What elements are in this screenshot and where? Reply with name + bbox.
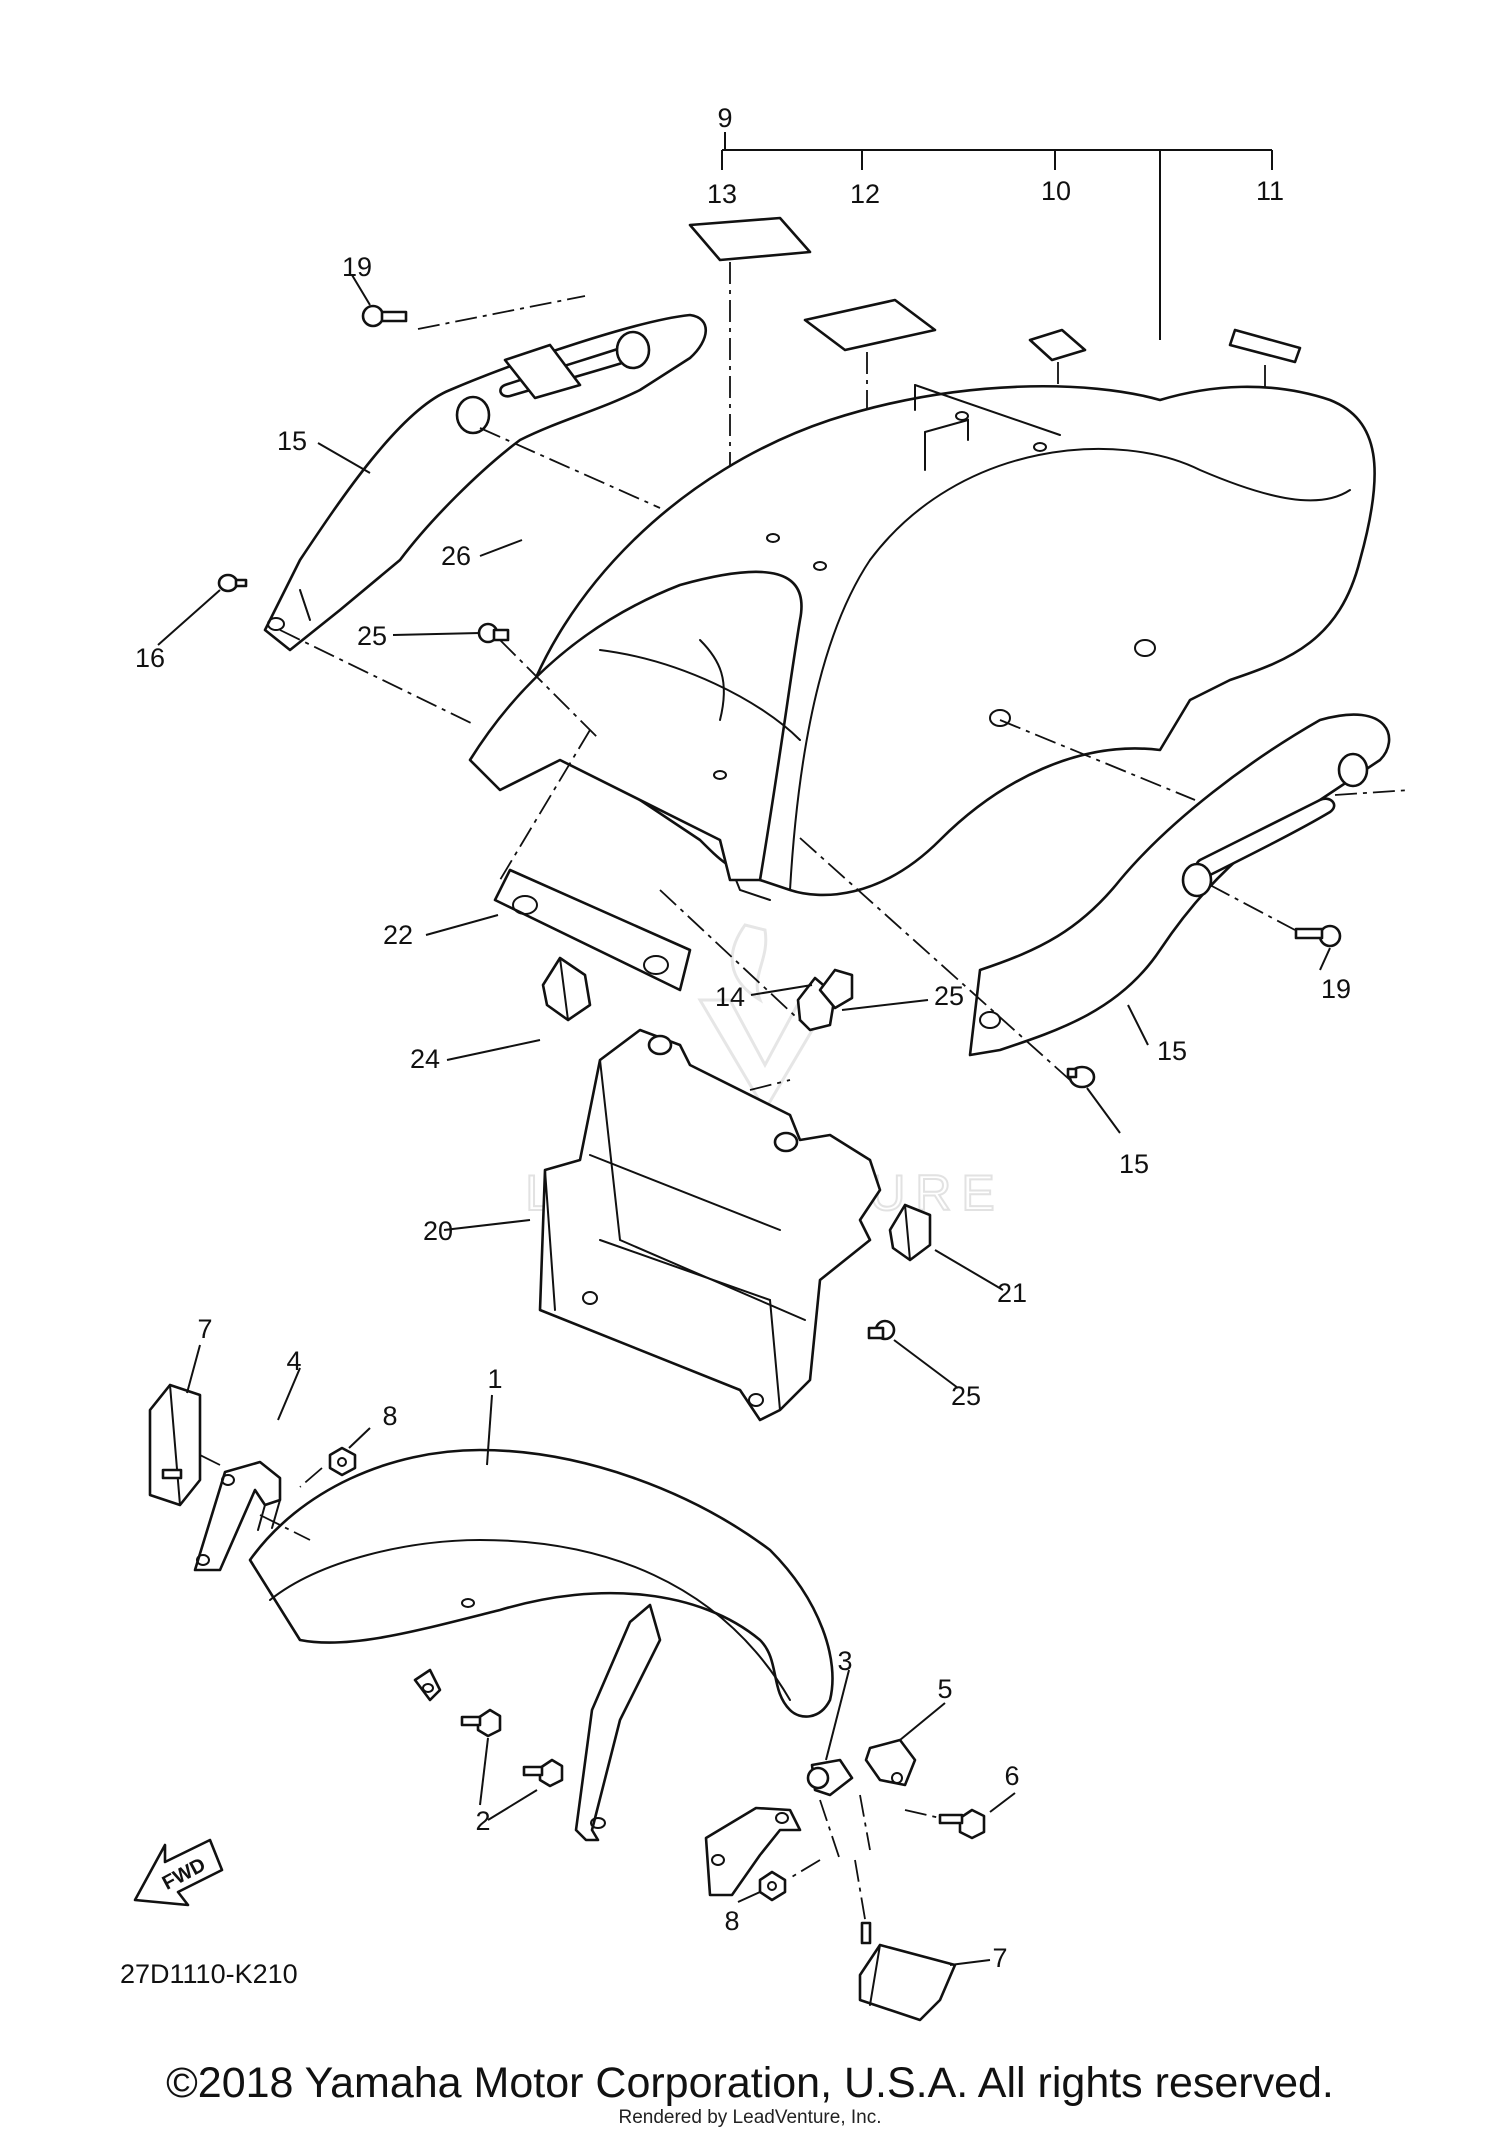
reflector-right[interactable]: [858, 1921, 957, 2022]
callout-9: 9: [717, 103, 732, 133]
bolt-19-right[interactable]: [1294, 924, 1342, 948]
callout-7-top: 7: [197, 1314, 212, 1344]
fender-exploded-view: LEADVENTURE: [120, 103, 1411, 2022]
callout-14: 14: [715, 982, 745, 1012]
callout-3: 3: [837, 1646, 852, 1676]
callout-23: 24: [410, 1044, 440, 1074]
callout-19-right: 19: [1321, 974, 1351, 1004]
rear-fender[interactable]: [468, 384, 1376, 901]
bolt-6[interactable]: [938, 1808, 986, 1840]
reflector-bracket-right[interactable]: [704, 1806, 802, 1897]
callout-17: 15: [277, 426, 307, 456]
rendered-by-credit: Rendered by LeadVenture, Inc.: [618, 2107, 882, 2128]
callouts: 9 13 12 10 11 19 15 26 16 25 22 14 15 19…: [135, 103, 1351, 1973]
decal-10[interactable]: [1028, 328, 1087, 362]
decal-26[interactable]: [503, 343, 582, 400]
decal-12[interactable]: [803, 298, 937, 352]
reflector-bracket-left[interactable]: [193, 1460, 282, 1572]
reflector-left[interactable]: [148, 1383, 202, 1507]
clip-25-bottom[interactable]: [867, 1319, 896, 1341]
callout-5: 5: [937, 1674, 952, 1704]
callout-2: 2: [475, 1806, 490, 1836]
bolt-19-left[interactable]: [361, 304, 408, 328]
bracket-5[interactable]: [864, 1738, 917, 1787]
callout-1: 1: [487, 1364, 502, 1394]
callout-4: 4: [286, 1346, 301, 1376]
nut-14[interactable]: [818, 968, 854, 1010]
leader-lines: [157, 274, 1331, 1966]
copyright-notice: ©2018 Yamaha Motor Corporation, U.S.A. A…: [166, 2059, 1334, 2107]
collar-3[interactable]: [806, 1758, 854, 1797]
side-rail-right[interactable]: [968, 713, 1411, 1057]
callout-8-bottom: 8: [724, 1906, 739, 1936]
callout-25-bottom: 25: [951, 1381, 981, 1411]
decal-11[interactable]: [1228, 328, 1302, 364]
callout-16: 15: [1119, 1149, 1149, 1179]
bolt-2a[interactable]: [460, 1708, 502, 1738]
callout-12: 12: [850, 179, 880, 209]
callout-15: 15: [1157, 1036, 1187, 1066]
callout-6: 6: [1004, 1761, 1019, 1791]
callout-21: 22: [383, 920, 413, 950]
callout-19-top: 19: [342, 252, 372, 282]
callout-13: 13: [707, 179, 737, 209]
decal-13[interactable]: [688, 216, 812, 262]
callout-11: 11: [1256, 176, 1284, 206]
bolt-2b[interactable]: [522, 1758, 564, 1788]
callout-22: 21: [997, 1278, 1027, 1308]
callout-25-top: 25: [357, 621, 387, 651]
damper-22[interactable]: [888, 1203, 932, 1262]
group-9-bracket: [721, 132, 1273, 340]
callout-8-top: 8: [382, 1401, 397, 1431]
callout-10: 10: [1041, 176, 1071, 206]
tail-plate[interactable]: [493, 868, 692, 992]
rivet-18[interactable]: [217, 573, 248, 593]
callout-26: 26: [441, 541, 471, 571]
fwd-arrow: FWD: [133, 1838, 224, 1907]
grommet-16[interactable]: [1066, 1065, 1096, 1089]
callout-18: 16: [135, 643, 165, 673]
alignment-lines: [279, 427, 1296, 1091]
diagram-code: 27D1110-K210: [120, 1959, 298, 1989]
clip-25-top[interactable]: [477, 622, 510, 644]
nut-8-top[interactable]: [328, 1446, 357, 1477]
callout-24: 25: [934, 981, 964, 1011]
callout-7-bottom: 7: [992, 1943, 1007, 1973]
license-bracket[interactable]: [538, 1028, 882, 1422]
damper-23[interactable]: [541, 956, 592, 1022]
callout-20: 20: [423, 1216, 453, 1246]
front-fender[interactable]: [248, 1448, 834, 1842]
nut-8-bottom[interactable]: [758, 1870, 787, 1902]
